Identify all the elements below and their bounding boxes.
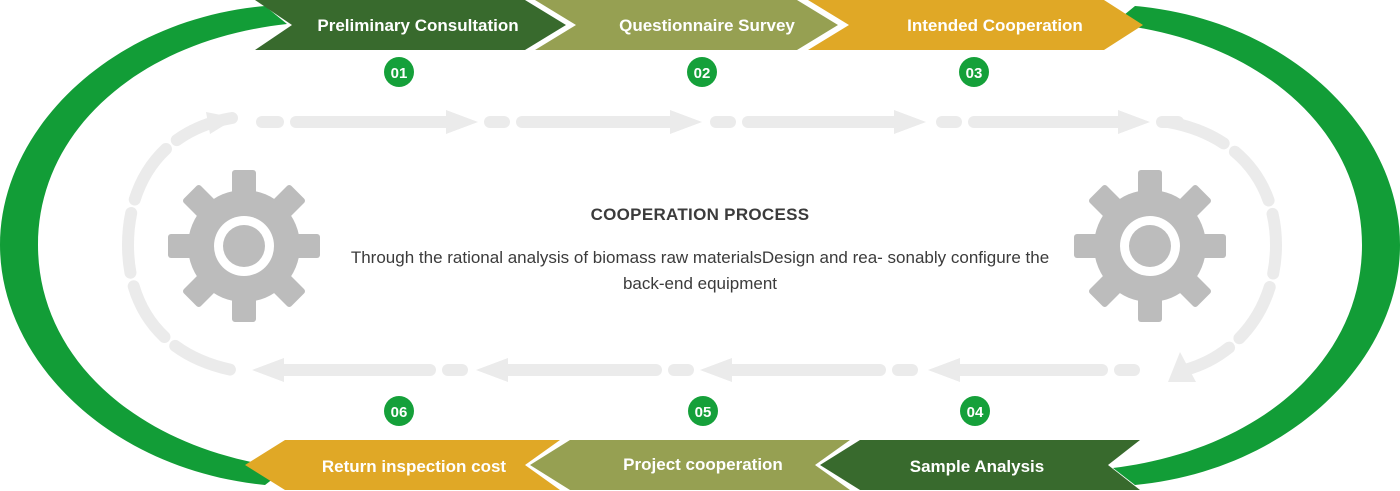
inner-arrow-loop (121, 112, 1283, 376)
step-badge-01: 01 (384, 57, 414, 87)
top-banners: Preliminary Consultation Questionnaire S… (255, 0, 1143, 50)
step-label-03: Intended Cooperation (907, 16, 1083, 35)
arrow-icon (894, 110, 926, 134)
step-badge-04: 04 (960, 396, 990, 426)
arrow-icon (476, 358, 508, 382)
step-label-01: Preliminary Consultation (317, 16, 518, 35)
center-text-block: COOPERATION PROCESS Through the rational… (350, 205, 1050, 297)
arrow-icon (252, 358, 284, 382)
outer-track (0, 6, 1400, 485)
step-number-03: 03 (966, 65, 983, 82)
step-number-02: 02 (694, 65, 711, 82)
step-banner-01 (255, 0, 566, 50)
step-badge-05: 05 (688, 396, 718, 426)
gear-icon (168, 170, 320, 322)
step-banner-05 (530, 440, 850, 490)
arrow-icon (700, 358, 732, 382)
step-badges: 01 02 03 04 05 06 (384, 57, 990, 426)
inner-right-arc (1162, 116, 1283, 376)
step-number-06: 06 (391, 404, 408, 421)
step-label-05: Project cooperation (623, 455, 783, 474)
step-banner-06 (245, 440, 560, 490)
step-number-05: 05 (695, 404, 712, 421)
inner-arrowheads (206, 110, 1196, 382)
diagram-title: COOPERATION PROCESS (590, 205, 810, 224)
bottom-banners: Sample Analysis Project cooperation Retu… (245, 440, 1140, 490)
step-badge-02: 02 (687, 57, 717, 87)
arrow-icon (1118, 110, 1150, 134)
step-label-04: Sample Analysis (910, 457, 1045, 476)
step-number-04: 04 (967, 404, 984, 421)
step-label-02: Questionnaire Survey (619, 16, 795, 35)
step-banner-03 (808, 0, 1143, 50)
arrow-icon (670, 110, 702, 134)
diagram-description: Through the rational analysis of biomass… (350, 248, 1050, 293)
arrow-icon (1168, 352, 1196, 382)
left-track-arc (0, 6, 287, 485)
step-badge-03: 03 (959, 57, 989, 87)
right-track-arc (1113, 6, 1400, 485)
step-banner-04 (820, 440, 1140, 490)
arrow-icon (206, 112, 236, 134)
step-number-01: 01 (391, 65, 408, 82)
step-banner-02 (535, 0, 838, 50)
arrow-icon (928, 358, 960, 382)
gear-icon (1074, 170, 1226, 322)
step-label-06: Return inspection cost (322, 457, 507, 476)
inner-left-arc (121, 112, 238, 376)
step-badge-06: 06 (384, 396, 414, 426)
arrow-icon (446, 110, 478, 134)
